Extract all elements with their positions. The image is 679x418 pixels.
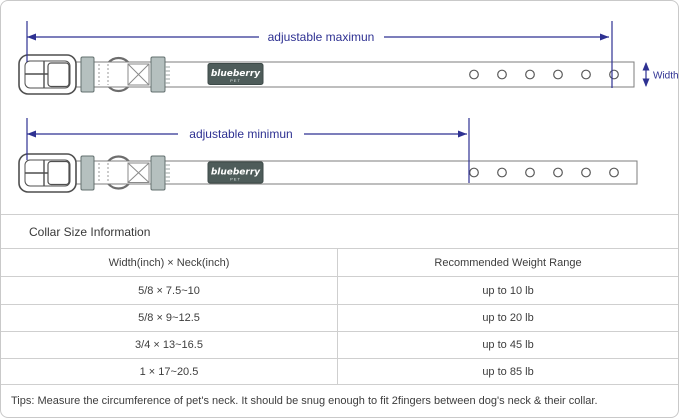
weight-cell: up to 20 lb (482, 312, 534, 324)
table-row: 1 × 17~20.5 up to 85 lb (1, 358, 678, 384)
keeper-loop (80, 56, 95, 93)
max-dimension (26, 21, 613, 88)
size-cell: 5/8 × 9~12.5 (1, 305, 338, 331)
adjustable-minimum-label: adjustable minimun (189, 127, 292, 141)
keeper-loop (150, 56, 166, 93)
size-cell: 1 × 17~20.5 (1, 359, 338, 384)
table-header-row: Width(inch) × Neck(inch) Recommended Wei… (1, 248, 678, 276)
brand-sub-text: PET (230, 177, 241, 182)
table-row: 5/8 × 7.5~10 up to 10 lb (1, 276, 678, 304)
collar-top-drawing: blueberry PET adjustable maximun (18, 21, 679, 95)
table-row: 3/4 × 13~16.5 up to 45 lb (1, 331, 678, 358)
width-label: Width (653, 71, 679, 82)
keeper-loop (150, 155, 166, 191)
size-cell: 5/8 × 7.5~10 (1, 277, 338, 304)
weight-cell: up to 45 lb (482, 339, 534, 351)
woven-label (165, 164, 170, 182)
column-header-size: Width(inch) × Neck(inch) (1, 249, 338, 276)
collar-diagram: blueberry PET adjustable maximun (18, 21, 679, 193)
stitch-box (127, 63, 150, 86)
buckle (18, 153, 77, 193)
brand-sub-text: PET (230, 78, 241, 83)
collar-size-table: Collar Size Information Width(inch) × Ne… (1, 214, 678, 417)
adjustment-holes (469, 167, 619, 178)
brand-logo-text: blueberry (211, 69, 261, 79)
tips-text: Tips: Measure the circumference of pet's… (11, 395, 598, 407)
section-title: Collar Size Information (29, 224, 151, 239)
woven-label (165, 66, 170, 84)
adjustable-maximum-label: adjustable maximun (268, 30, 375, 44)
size-cell: 3/4 × 13~16.5 (1, 332, 338, 358)
brand-logo-text: blueberry (211, 168, 261, 178)
width-dimension (642, 62, 650, 87)
stitch-box (127, 162, 150, 183)
section-title-row: Collar Size Information (1, 214, 678, 248)
brand-plate: blueberry PET (207, 63, 264, 85)
tips-row: Tips: Measure the circumference of pet's… (1, 384, 678, 417)
weight-cell: up to 10 lb (482, 284, 534, 297)
keeper-loop (80, 155, 95, 191)
adjustment-holes (469, 69, 619, 80)
collar-bottom-drawing: blueberry PET adjustable minimun (18, 118, 638, 193)
brand-plate: blueberry PET (207, 161, 264, 184)
min-dimension (26, 118, 470, 183)
weight-cell: up to 85 lb (482, 365, 534, 378)
table-row: 5/8 × 9~12.5 up to 20 lb (1, 304, 678, 331)
column-header-weight: Recommended Weight Range (434, 256, 582, 269)
buckle (18, 54, 77, 95)
